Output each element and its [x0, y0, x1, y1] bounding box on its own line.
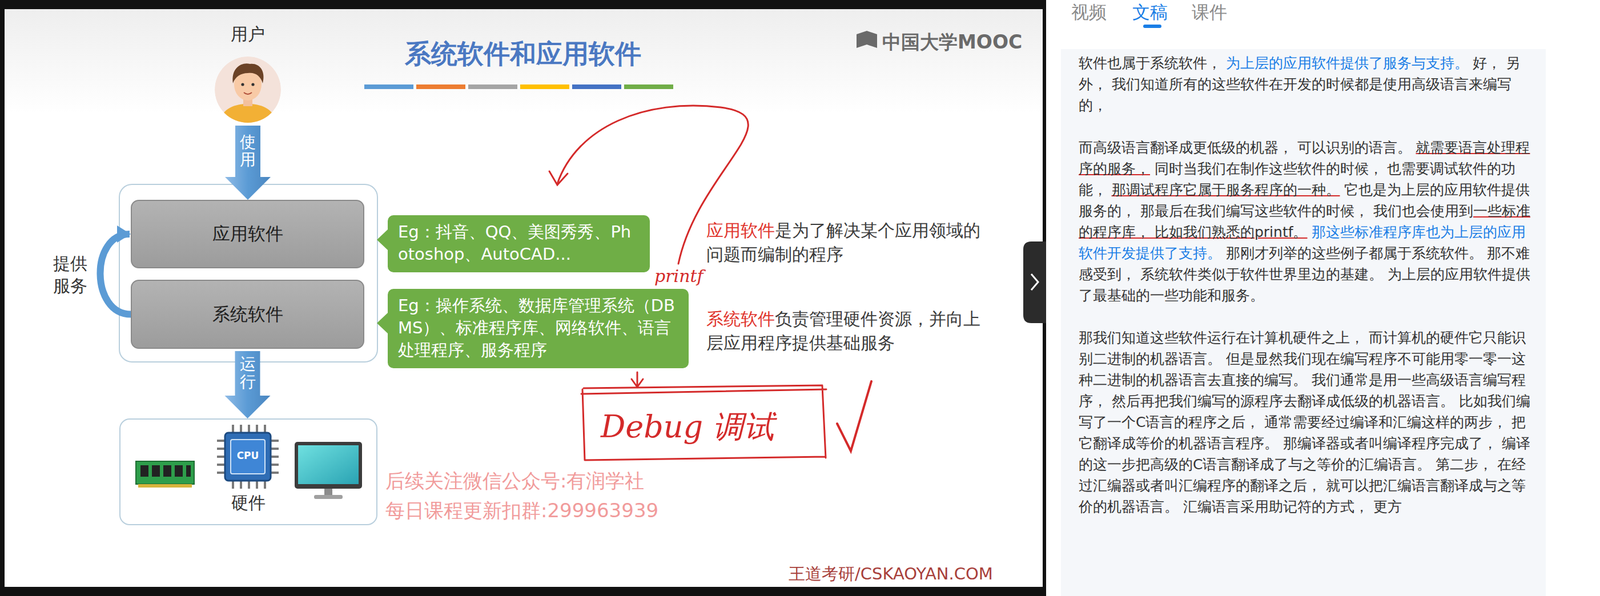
node-text: 用户: [191, 22, 305, 47]
software-box: 系统软件: [130, 279, 365, 349]
definition-text: 系统软件负责管理硬件资源，并向上层应用程序提供基础服务: [706, 307, 982, 356]
monitor-base: [314, 495, 343, 500]
monitor-frame: [294, 441, 363, 489]
node-text: 系统软件: [212, 302, 284, 327]
tab-label: 文稿: [1132, 1, 1168, 23]
node-text: Eg：操作系统、数据库管理系统（DBMS）、标准程序库、网络软件、语言处理程序、…: [398, 294, 679, 362]
arrow-label: 使用: [239, 133, 256, 170]
keyword: 应用软件: [706, 220, 775, 241]
cpu-core: [230, 439, 265, 474]
color-bar: [468, 84, 518, 90]
avatar-eye: [251, 82, 255, 86]
color-bars: [364, 84, 674, 90]
block-arrow: [224, 125, 271, 200]
hardware-box: 硬件: [119, 418, 378, 526]
user-avatar: 用户: [214, 55, 282, 124]
ram-pins: [138, 484, 192, 488]
transcript-paragraph: 而高级语言翻译成更低级的机器， 可以识别的语言。就需要语言处理程序的服务，同时当…: [1078, 137, 1531, 307]
avatar-shirt: [218, 103, 278, 127]
video-frame: [0, 0, 1047, 596]
chip-label: CPU: [230, 449, 265, 462]
transcript-paragraph: 软件也属于系统软件，为上层的应用软件提供了服务与支持。好， 另外， 我们知道所有…: [1078, 52, 1531, 116]
watermark: 后续关注微信公众号:有润学社: [385, 468, 645, 495]
side-panel: [1046, 0, 1600, 596]
hand-arrow: [631, 372, 643, 388]
monitor-icon: [294, 441, 363, 500]
ram-chip: [163, 465, 172, 477]
transcript-paragraph: 那我们知道这些软件运行在计算机硬件之上， 而计算机的硬件它只能识别二进制的机器语…: [1078, 327, 1531, 518]
example-callout: Eg：抖音、QQ、美图秀秀、Photoshop、AutoCAD...: [387, 215, 650, 273]
transcript-text: 而高级语言翻译成更低级的机器， 可以识别的语言。: [1078, 139, 1412, 156]
cpu-pins: [216, 424, 279, 489]
software-box: 应用软件: [130, 199, 365, 269]
arrow-label: 提供服务: [53, 252, 90, 297]
slide-title: 系统软件和应用软件: [363, 36, 683, 72]
tab-label: 视频: [1071, 1, 1107, 23]
panel-handle: [1023, 241, 1047, 324]
keyword: 系统软件: [706, 308, 775, 329]
ram-board: [135, 461, 195, 485]
node-text: 应用软件: [212, 222, 284, 247]
handwritten-note: Debug 调试: [600, 406, 775, 449]
curved-arrow: [99, 234, 131, 315]
transcript-underlined: 那调试程序它属于服务程序的一种。: [1111, 181, 1341, 199]
ram-chip: [140, 465, 149, 477]
cpu-icon: [216, 424, 279, 489]
watermark: 王道考研/CSKAOYAN.COM: [788, 563, 994, 586]
color-bar: [520, 84, 570, 90]
cpu-body: [224, 432, 271, 481]
node-text: 硬件: [120, 491, 377, 516]
ram-chip: [186, 465, 191, 477]
hand-box: [581, 385, 827, 461]
color-bar: [572, 84, 622, 90]
hand-checkmark: [837, 381, 872, 452]
ram-icon: [135, 461, 195, 488]
node-text: Eg：抖音、QQ、美图秀秀、Photoshop、AutoCAD...: [398, 220, 640, 266]
brand-logo-text: 中国大学MOOC: [882, 29, 1023, 56]
color-bar: [416, 84, 466, 90]
slide-ground: [4, 9, 1043, 588]
avatar-hair: [232, 63, 264, 84]
color-bar: [624, 84, 674, 90]
mooc-logo: [856, 30, 878, 48]
transcript-text: 软件也属于系统软件，: [1078, 54, 1222, 72]
hand-arrowhead: [549, 171, 568, 186]
arrow-label: 运行: [239, 355, 256, 392]
monitor-screen: [298, 445, 359, 485]
transcript-ground: [1060, 49, 1546, 596]
tab-underline: [1143, 24, 1162, 28]
block-arrow: [224, 351, 271, 419]
ram-chip: [151, 465, 160, 477]
avatar-eye: [240, 82, 244, 86]
avatar-figure: [214, 56, 281, 127]
ram-chip: [174, 465, 183, 477]
callout-pointer: [376, 312, 388, 334]
watermark: 每日课程更新扣群:299963939: [385, 497, 659, 525]
callout-pointer: [376, 229, 388, 251]
color-bar: [364, 84, 414, 90]
transcript-highlight: 为上层的应用软件提供了服务与支持。: [1225, 54, 1469, 72]
avatar-mouth: [243, 92, 252, 95]
transcript-text: 那我们知道这些软件运行在计算机硬件之上， 而计算机的硬件它只能识别二进制的机器语…: [1078, 329, 1531, 516]
software-group-frame: [119, 184, 378, 363]
transcript-panel: 软件也属于系统软件，为上层的应用软件提供了服务与支持。好， 另外， 我们知道所有…: [1078, 52, 1531, 539]
tab-label: 课件: [1191, 1, 1228, 23]
handwritten-marks: [549, 105, 872, 461]
handwritten-note: printf: [654, 266, 704, 287]
definition-text: 应用软件是为了解决某个应用领域的问题而编制的程序: [706, 218, 982, 267]
monitor-neck: [324, 488, 333, 496]
chevron-icon: [1031, 274, 1039, 291]
example-callout: Eg：操作系统、数据库管理系统（DBMS）、标准程序库、网络软件、语言处理程序、…: [387, 288, 689, 369]
